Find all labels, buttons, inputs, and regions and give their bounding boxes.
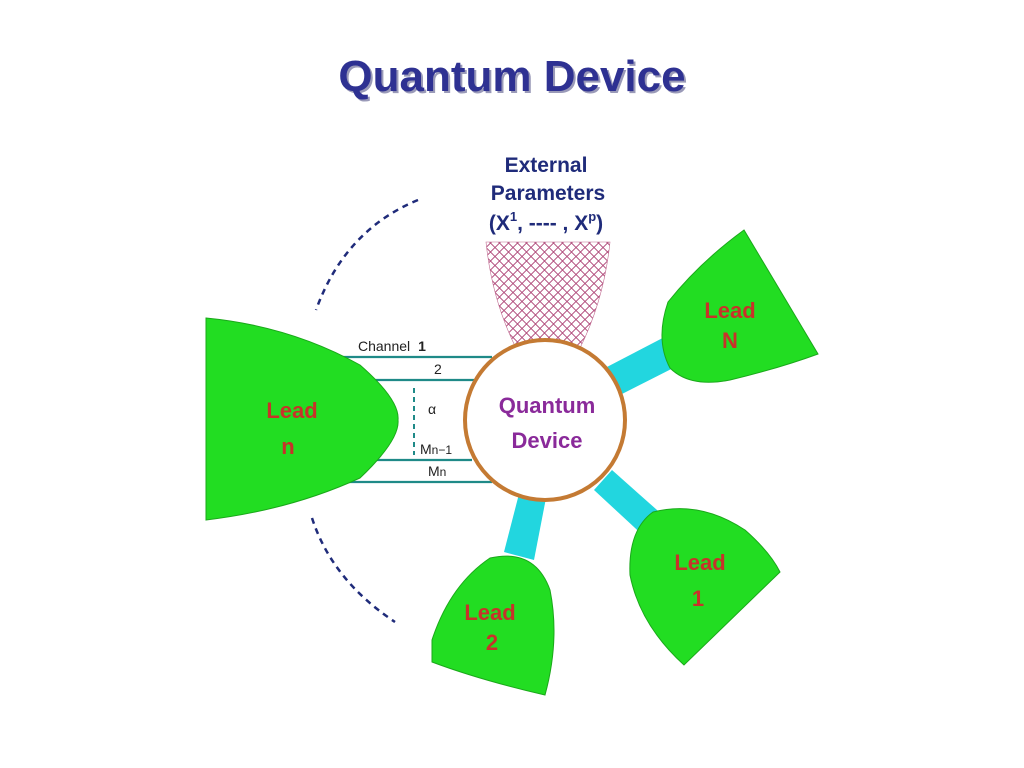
parameters-line-1: External xyxy=(505,154,588,177)
channel-mn-base: M xyxy=(428,463,440,479)
lead-n-word: Lead xyxy=(266,398,317,423)
device-label-line-1: Quantum xyxy=(499,393,596,418)
device-ring xyxy=(463,338,627,502)
lead-2-word: Lead xyxy=(464,600,515,625)
channel-1-word: Channel xyxy=(358,338,410,354)
connector-lead-2 xyxy=(504,490,546,560)
lead-N-shape xyxy=(661,229,819,383)
device-label-line-2: Device xyxy=(512,428,583,453)
channel-1-label: Channel 1 xyxy=(358,338,426,354)
param-close: ) xyxy=(596,212,603,235)
channel-2-label: 2 xyxy=(434,361,442,377)
channel-alpha-label: α xyxy=(428,401,436,417)
lead-1-index: 1 xyxy=(692,586,704,611)
channel-1-num: 1 xyxy=(418,338,426,354)
dashed-arc-upper xyxy=(314,198,419,311)
channel-mn1-base: M xyxy=(420,441,432,457)
param-sup-p: p xyxy=(588,209,596,224)
param-sup-1: 1 xyxy=(510,209,517,224)
lead-N-index: N xyxy=(722,328,738,353)
channel-mn1-label: Mn−1 xyxy=(420,441,452,457)
lead-n-index: n xyxy=(281,434,294,459)
lead-1-word: Lead xyxy=(674,550,725,575)
channel-lines xyxy=(342,355,492,484)
slide-title: Quantum Device xyxy=(338,52,686,101)
parameter-gate xyxy=(485,241,611,349)
channel-mn-label: Mn xyxy=(428,463,446,479)
lead-n-shape xyxy=(205,317,399,521)
param-middle: , ---- , X xyxy=(517,212,588,235)
parameters-line-2: Parameters xyxy=(491,182,605,205)
lead-2-index: 2 xyxy=(486,630,498,655)
lead-N-word: Lead xyxy=(704,298,755,323)
dashed-arc-lower xyxy=(310,517,396,624)
channel-mn1-sub: n−1 xyxy=(432,443,453,457)
parameters-line-3: (X1, ---- , Xp) xyxy=(489,209,603,235)
param-open: (X xyxy=(489,212,510,235)
lead-1-shape xyxy=(629,508,781,666)
lead-2-shape xyxy=(431,555,555,696)
channel-mn-sub: n xyxy=(440,465,447,479)
